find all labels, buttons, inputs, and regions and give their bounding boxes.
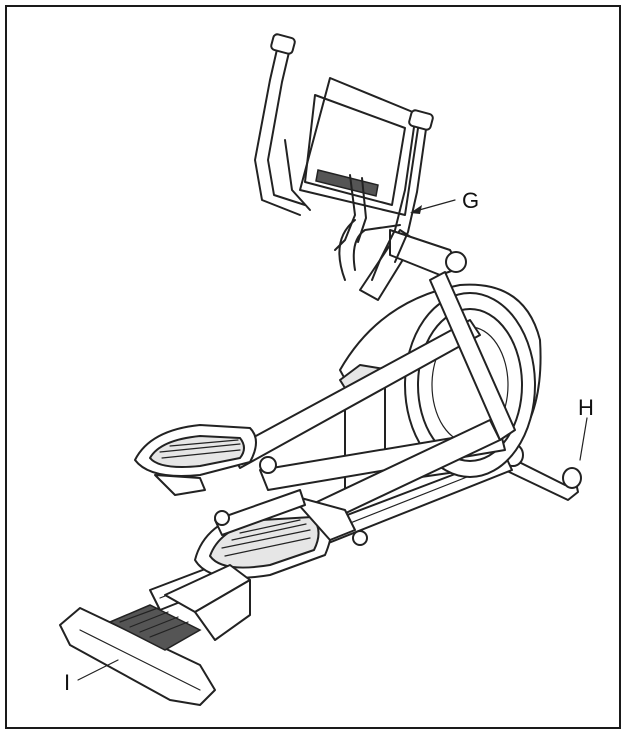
callout-h: H [578,395,594,461]
static-grips [284,139,367,251]
left-handlebar [254,33,306,216]
callout-i: I [64,659,119,695]
callout-g: G [410,188,479,214]
callout-label-i: I [64,670,70,695]
front-stabilizer [59,564,251,706]
callout-label-g: G [462,188,479,213]
console [299,77,421,216]
lower-linkage [214,489,306,536]
left-pedal [134,424,257,496]
right-handlebar [371,109,516,441]
callout-label-h: H [578,395,594,420]
